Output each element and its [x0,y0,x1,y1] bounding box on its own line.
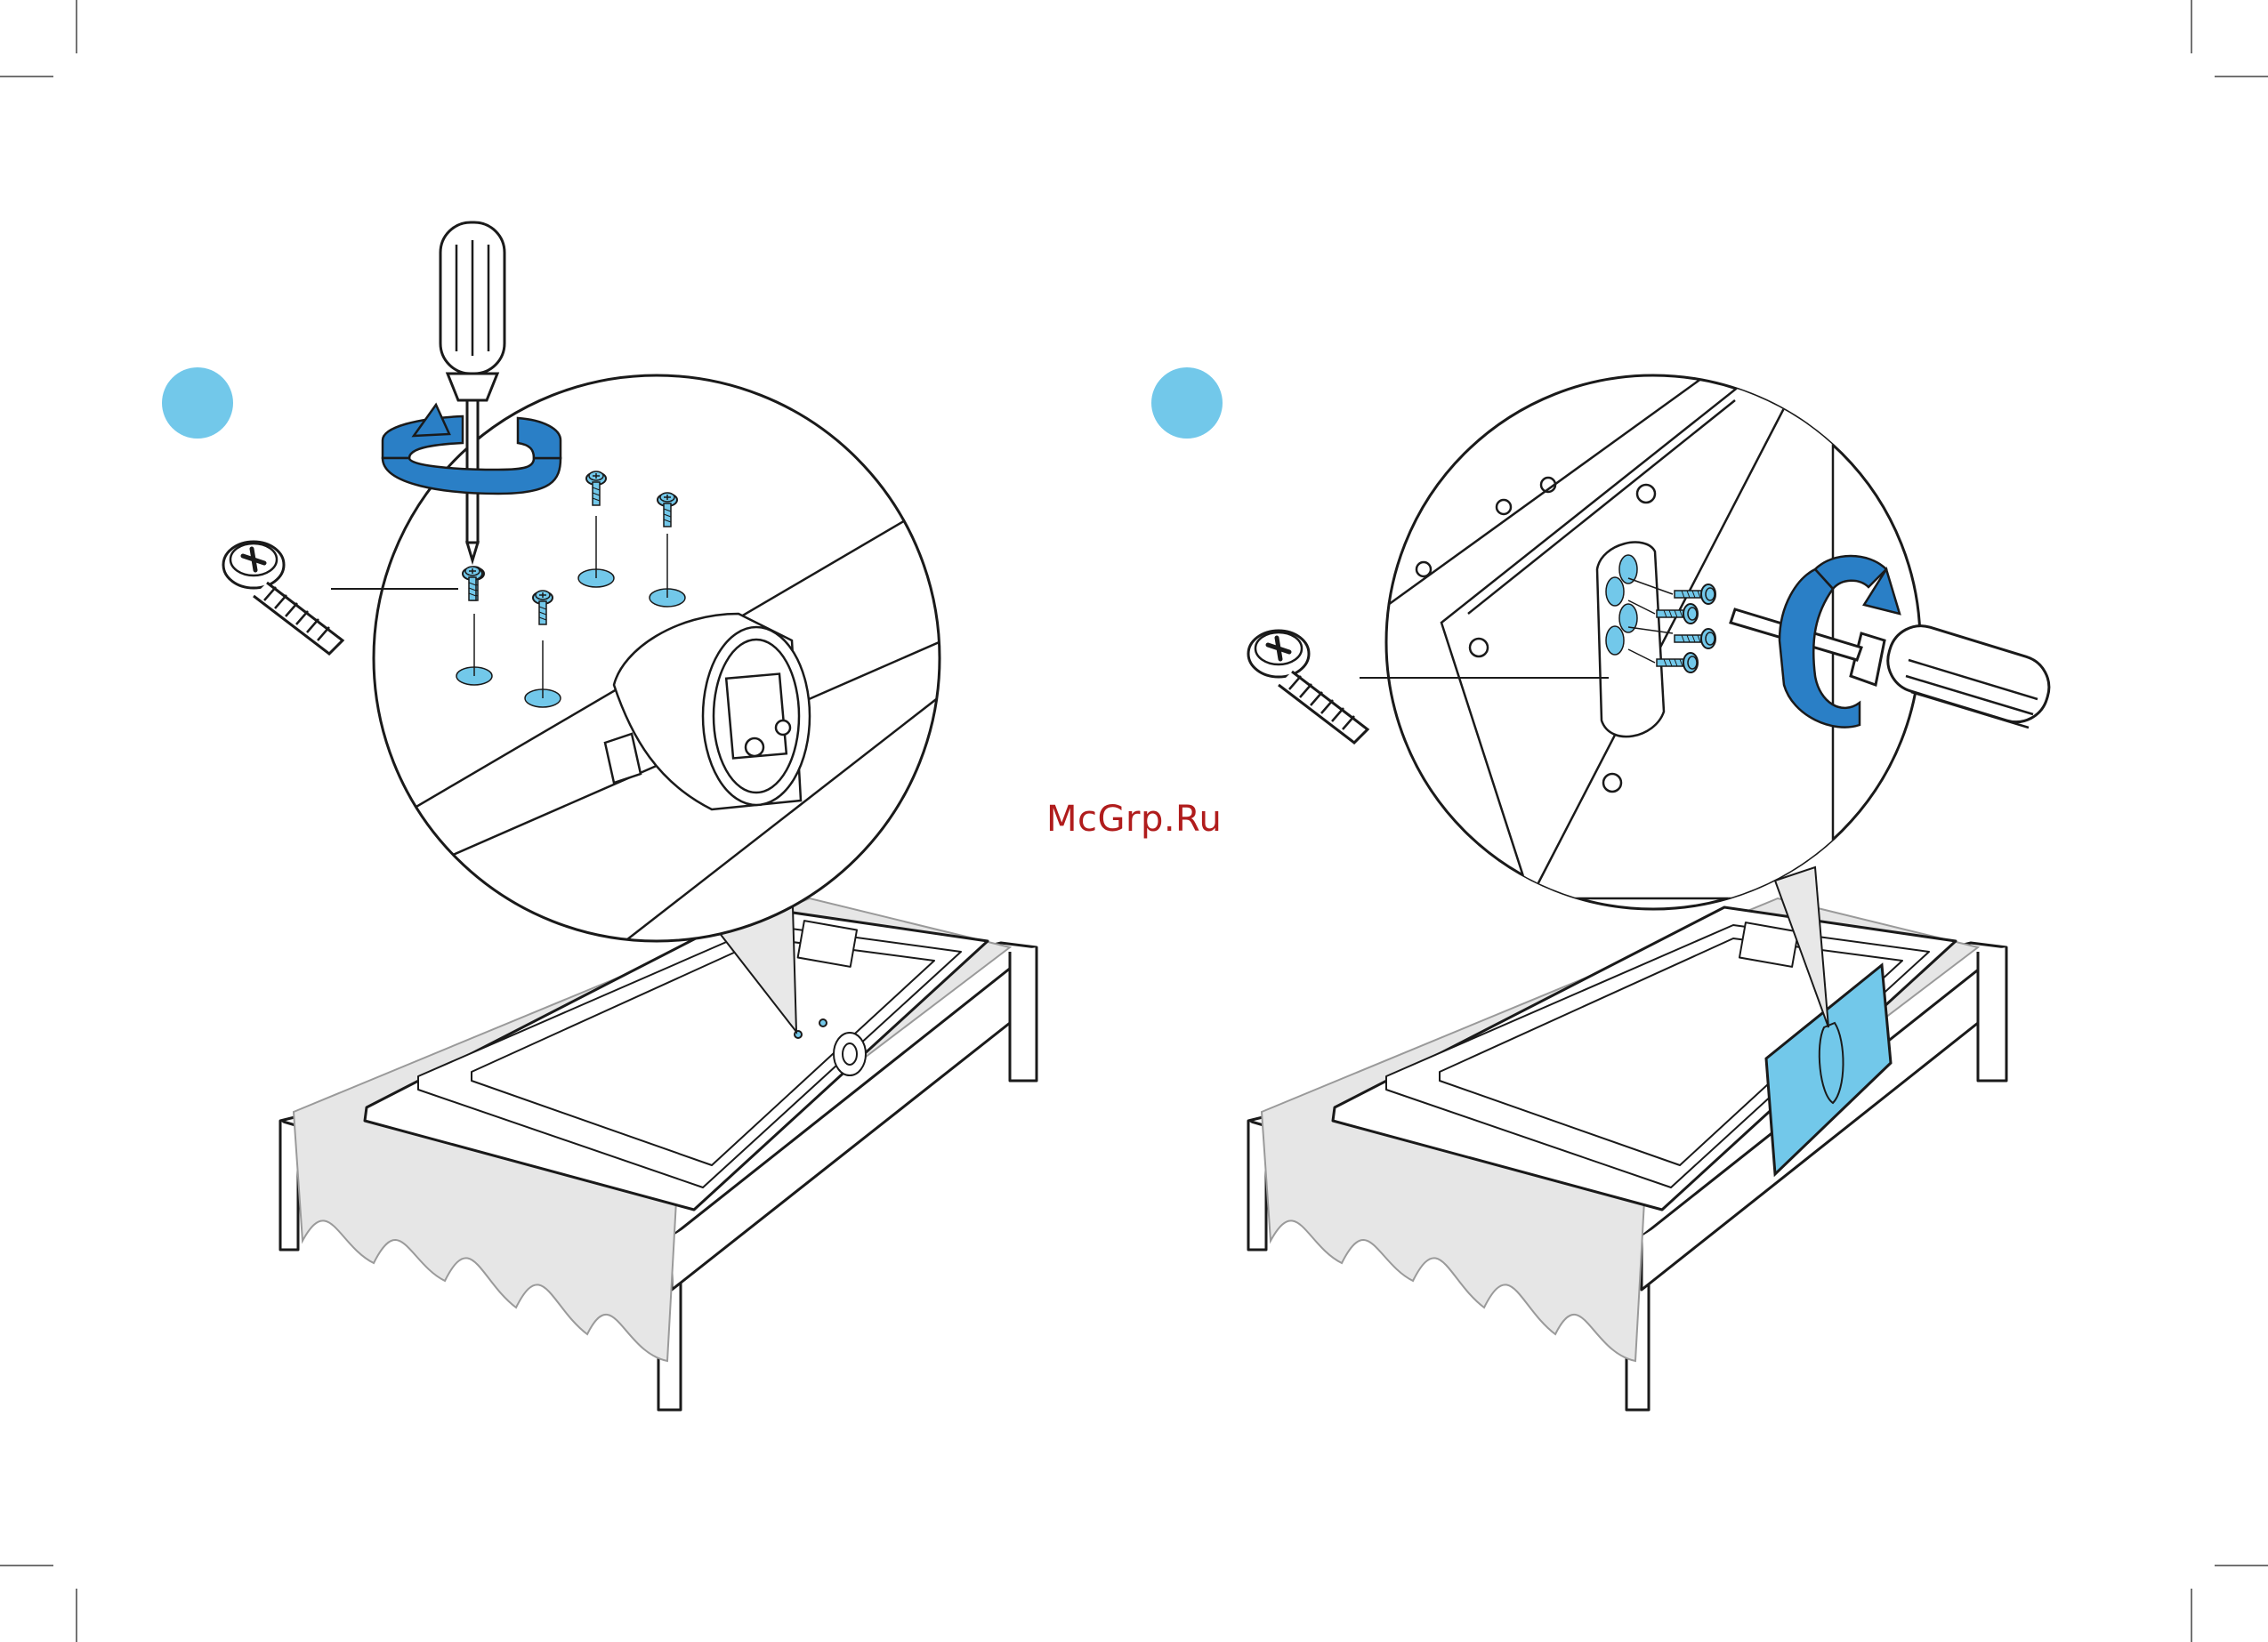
watermark-text: McGrp.Ru [1046,799,1222,840]
step-1-panel [162,222,1037,1410]
step-1-badge [162,367,233,439]
step-2-panel [1151,367,2057,1410]
step-2-badge [1151,367,1223,439]
magnifier-left [374,375,943,943]
